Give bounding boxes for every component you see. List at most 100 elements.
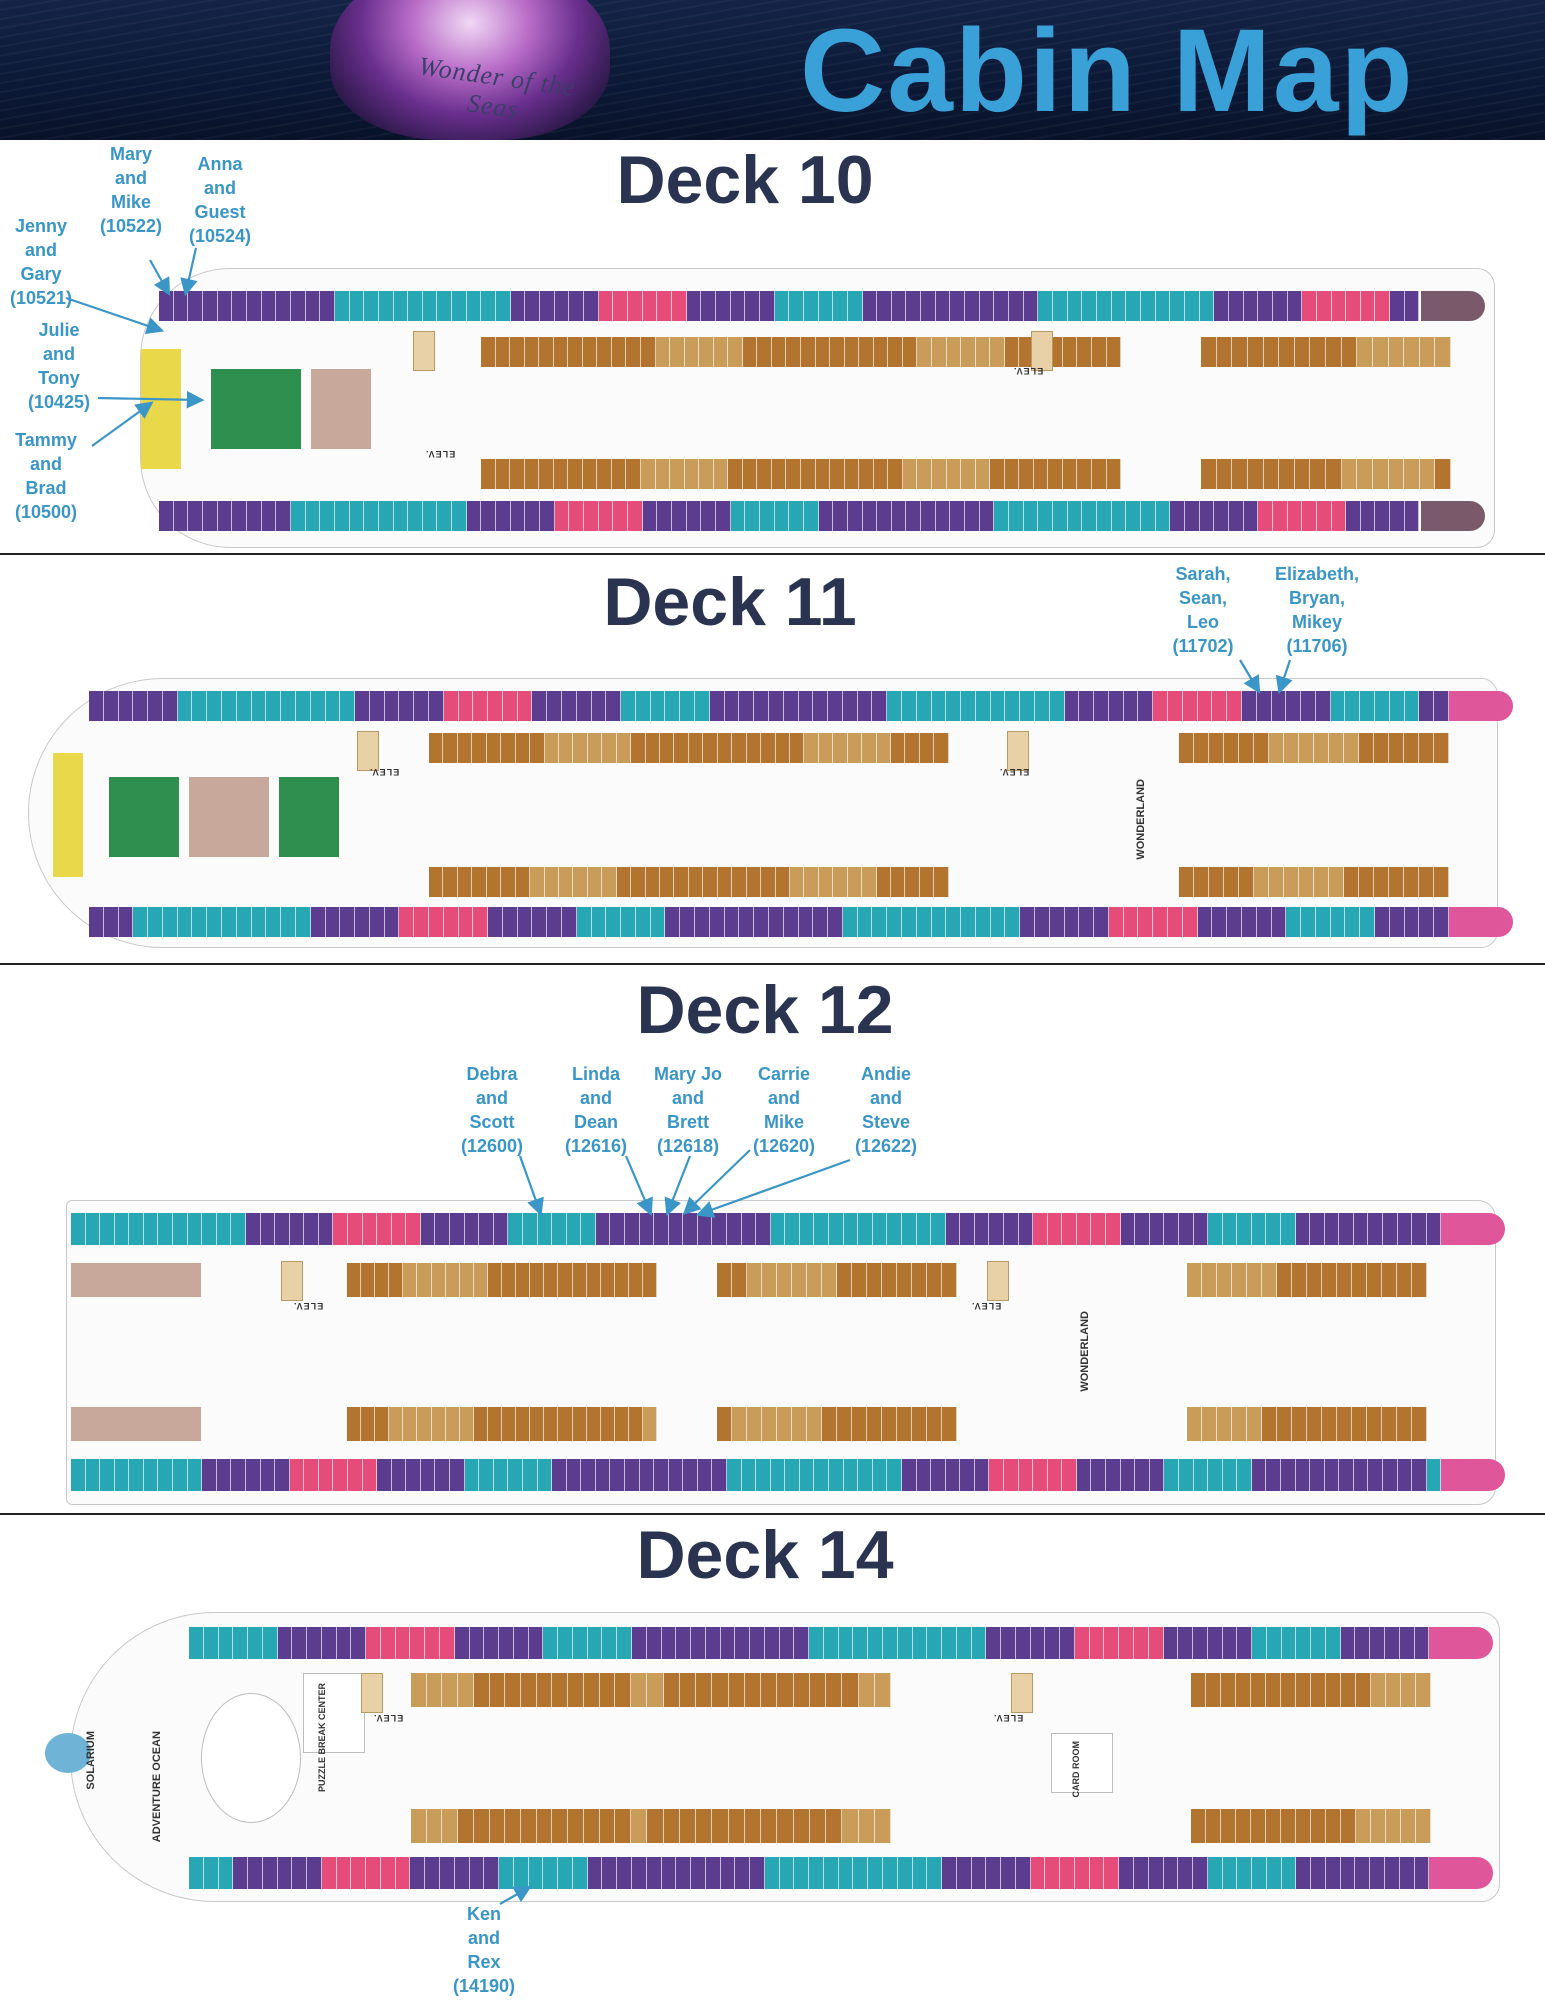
cabin-cell	[660, 733, 675, 763]
cabin-cell	[775, 733, 790, 763]
cabin-cell	[858, 1459, 873, 1491]
cabin-cell	[602, 1627, 618, 1659]
arrow-10522	[149, 259, 171, 296]
cabin-cell	[1201, 459, 1217, 489]
cabin-cell	[842, 1673, 859, 1707]
cabin-cell	[1368, 1213, 1384, 1245]
cabin-cell	[1033, 1213, 1048, 1245]
cabin-cell	[695, 907, 710, 937]
cabin-cell	[1287, 501, 1303, 531]
cabin-cell	[1367, 1407, 1382, 1441]
cabin-cell	[750, 1627, 765, 1659]
cabin-cell	[785, 1459, 800, 1491]
cabin-cell	[1193, 1213, 1209, 1245]
cabin-cell	[1341, 337, 1358, 367]
cabin-cell	[217, 291, 233, 321]
cabin-cell	[1187, 1407, 1202, 1441]
cabin-cell	[942, 1627, 957, 1659]
cabin-cell	[458, 907, 474, 937]
cabin-cell	[602, 867, 617, 897]
cabin-cell	[428, 691, 444, 721]
cabin-cell	[715, 501, 731, 531]
cabin-cell	[761, 867, 776, 897]
cabin-cell	[513, 1627, 529, 1659]
cabin-cell	[759, 291, 775, 321]
cabin-cell	[473, 907, 489, 937]
cabin-cell	[676, 1857, 692, 1889]
cabin-cell	[874, 1673, 891, 1707]
cabin-cell	[732, 1407, 747, 1441]
cabin-cell	[1311, 1673, 1326, 1707]
cabin-cell	[1324, 1213, 1340, 1245]
cabin-cell	[857, 691, 873, 721]
cabin-cell	[1310, 1213, 1325, 1245]
cabin-cell	[158, 1459, 174, 1491]
deck-divider	[0, 553, 1545, 555]
cabin-cell	[369, 691, 385, 721]
cabin-cell	[525, 501, 541, 531]
cabin-cell	[655, 459, 671, 489]
cabin-cell	[739, 691, 755, 721]
cabin-cell	[975, 459, 991, 489]
cabin-cell	[1236, 1809, 1251, 1843]
cabin-cell	[1412, 1407, 1427, 1441]
deck-14-adventure-ocean-area	[201, 1693, 301, 1823]
cabin-cell	[1286, 907, 1302, 937]
cabin-cell	[688, 867, 704, 897]
cabin-cell	[281, 691, 296, 721]
cabin-cell	[876, 733, 891, 763]
cabin-cell	[847, 291, 863, 321]
cabin-cell	[1067, 291, 1083, 321]
deck-11-bottom-cabin-row	[89, 907, 1449, 937]
cabin-cell	[262, 1627, 278, 1659]
cabin-cell	[912, 1627, 928, 1659]
cabin-cell	[1111, 291, 1127, 321]
cabin-cell	[484, 1857, 500, 1889]
cabin-cell	[829, 1459, 844, 1491]
cabin-cell	[457, 733, 473, 763]
cabin-cell	[946, 907, 962, 937]
cabin-cell	[495, 337, 511, 367]
deck-10-top-cabin-row	[159, 291, 1420, 321]
cabin-cell	[867, 1407, 882, 1441]
cabin-cell	[554, 501, 570, 531]
cabin-cell	[1184, 291, 1200, 321]
cabin-cell	[406, 1459, 421, 1491]
cabin-cell	[1404, 907, 1420, 937]
cabin-cell	[378, 291, 394, 321]
cabin-cell	[628, 1263, 643, 1297]
deck-10-green-cabin-block	[211, 369, 301, 449]
deck-12-inner-row-4	[717, 1407, 957, 1441]
cabin-cell	[1404, 291, 1420, 321]
cabin-cell	[525, 291, 541, 321]
cabin-cell	[783, 907, 799, 937]
cabin-cell	[882, 1857, 898, 1889]
cabin-cell	[361, 1407, 376, 1441]
cabin-cell	[799, 1213, 815, 1245]
cabin-cell	[1266, 1673, 1281, 1707]
cabin-cell	[148, 907, 163, 937]
deck-14-inner-row-4	[631, 1809, 891, 1843]
cabin-cell	[1106, 1459, 1121, 1491]
cabin-cell	[868, 1857, 883, 1889]
deck-11-green-cabin-block	[109, 777, 179, 857]
cabin-cell	[1237, 1459, 1252, 1491]
cabin-cell	[853, 1627, 869, 1659]
cabin-cell	[445, 1407, 460, 1441]
cabin-cell	[1397, 1407, 1412, 1441]
cabin-cell	[789, 867, 805, 897]
deck-12-bow-cabin-top	[1441, 1213, 1505, 1245]
cabin-cell	[771, 459, 787, 489]
cabin-cell	[340, 907, 356, 937]
deck-14-bow-cabin-top	[1429, 1627, 1493, 1659]
cabin-cell	[1079, 691, 1095, 721]
cabin-cell	[701, 291, 716, 321]
cabin-cell	[801, 337, 816, 367]
cabin-cell	[277, 1627, 293, 1659]
deck-10-bow-cabin-bottom	[1421, 501, 1485, 531]
cabin-cell	[705, 1627, 721, 1659]
cabin-cell	[621, 691, 636, 721]
cabin-cell	[676, 1627, 692, 1659]
cabin-cell	[663, 1673, 680, 1707]
page-title: Cabin Map	[800, 5, 1415, 137]
